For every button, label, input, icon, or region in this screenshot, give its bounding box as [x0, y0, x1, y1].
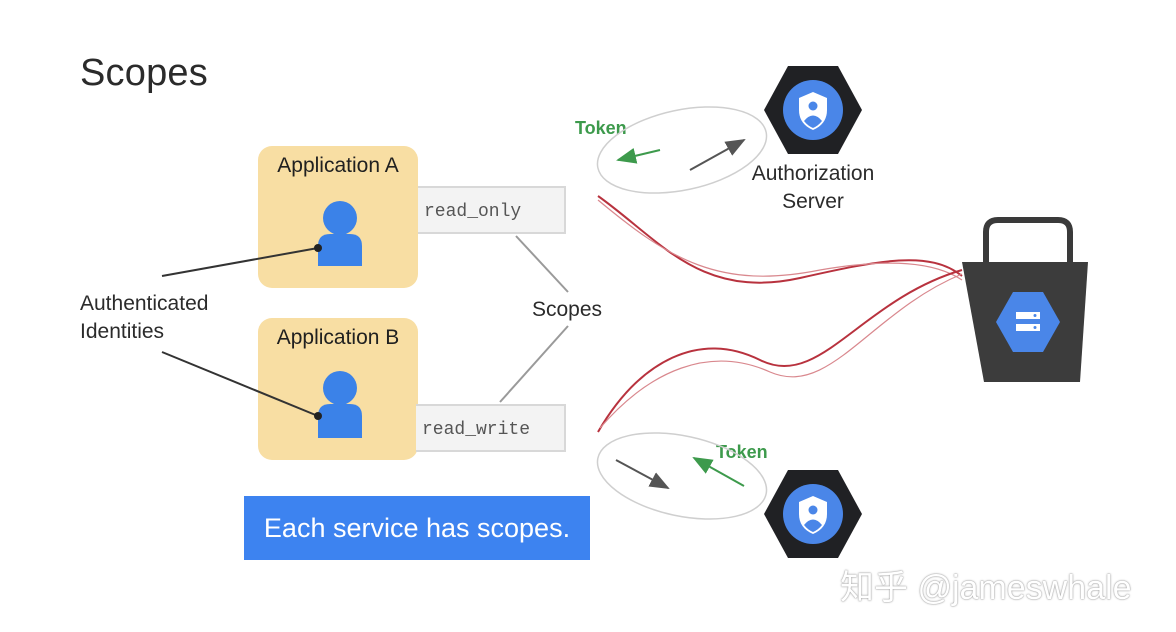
- application-b-label: Application B: [276, 326, 400, 349]
- scope-read-write: read_write: [416, 404, 566, 452]
- authorization-server-line2: Server: [782, 190, 844, 213]
- authenticated-identities-line2: Identities: [80, 320, 165, 343]
- scopes-label: Scopes: [532, 298, 603, 321]
- caption-banner: Each service has scopes.: [244, 496, 590, 560]
- application-a-label: Application A: [277, 154, 399, 177]
- shield-user-icon: [764, 66, 862, 154]
- person-icon: [318, 201, 362, 266]
- authenticated-identities-line1: Authenticated: [80, 292, 209, 315]
- authorization-server-line1: Authorization: [751, 162, 875, 185]
- person-icon: [318, 371, 362, 438]
- token-loop-bottom: [596, 432, 768, 520]
- identity-pointer-lines: [161, 244, 322, 420]
- scopes-connector-lines: [499, 235, 569, 403]
- shield-user-icon: [764, 470, 862, 558]
- token-loop-top: [596, 106, 768, 194]
- storage-bag-icon: [962, 217, 1088, 382]
- authenticated-identities-label: Authenticated Identities: [80, 290, 208, 346]
- watermark: 知乎 @jameswhale: [840, 569, 1132, 607]
- authorization-server-label: Authorization Server: [742, 160, 884, 216]
- page-title: Scopes: [80, 52, 208, 94]
- resource-request-lines: [597, 195, 963, 433]
- scope-read-only: read_only: [418, 186, 566, 234]
- token-label-bottom: Token: [716, 442, 768, 462]
- token-label-top: Token: [575, 118, 627, 138]
